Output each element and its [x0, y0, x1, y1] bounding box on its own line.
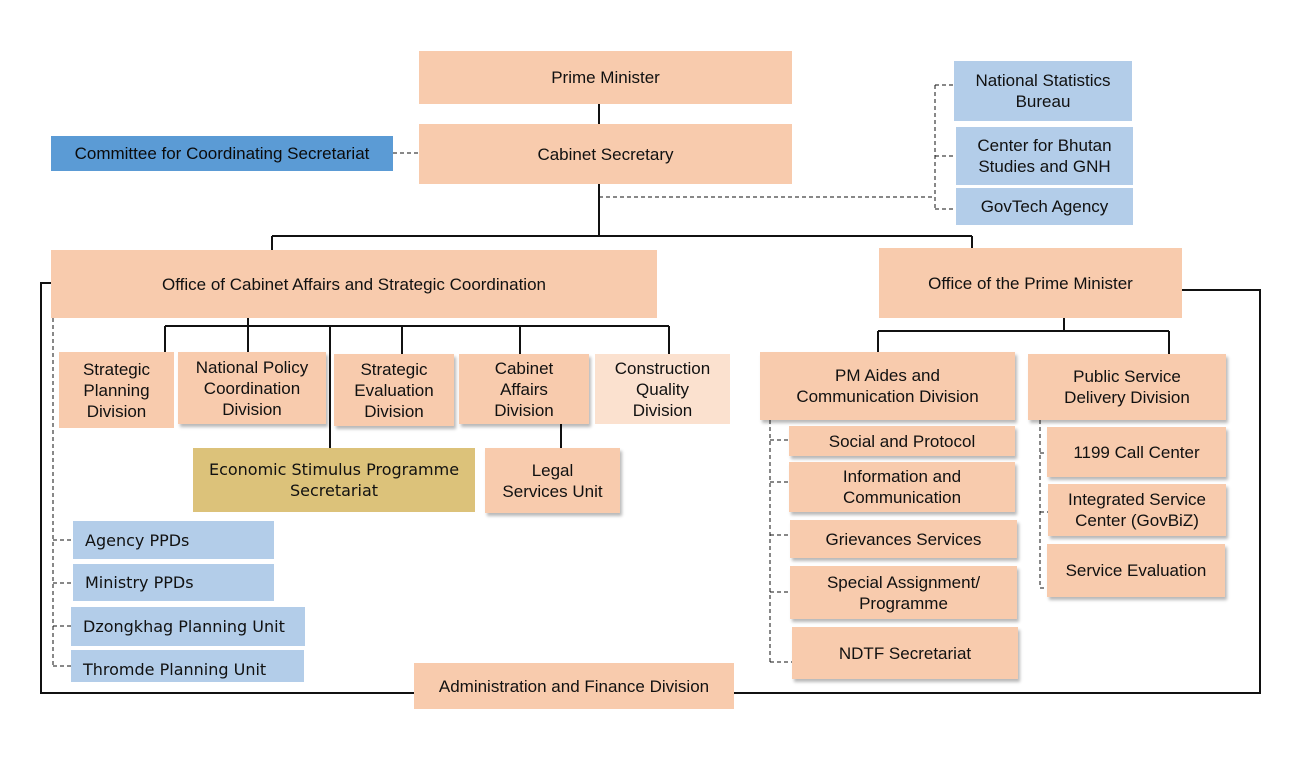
- node-office-cabinet-affairs: Office of Cabinet Affairs and Strategic …: [51, 250, 657, 318]
- node-national-policy-coordination-division: National Policy Coordination Division: [178, 352, 326, 424]
- node-integrated-service-center: Integrated Service Center (GovBiZ): [1048, 484, 1226, 536]
- node-grievances-services: Grievances Services: [790, 520, 1017, 558]
- node-administration-finance-division: Administration and Finance Division: [414, 663, 734, 709]
- node-1199-call-center: 1199 Call Center: [1047, 427, 1226, 477]
- node-special-assignment-programme: Special Assignment/ Programme: [790, 566, 1017, 619]
- node-cabinet-affairs-division: Cabinet Affairs Division: [459, 354, 589, 424]
- node-service-evaluation: Service Evaluation: [1047, 544, 1225, 597]
- node-strategic-planning-division: Strategic Planning Division: [59, 352, 174, 428]
- node-cabinet-secretary: Cabinet Secretary: [419, 124, 792, 184]
- node-strategic-evaluation-division: Strategic Evaluation Division: [334, 354, 454, 426]
- node-committee-coordinating-secretariat: Committee for Coordinating Secretariat: [51, 136, 393, 171]
- node-office-prime-minister: Office of the Prime Minister: [879, 248, 1182, 318]
- node-social-protocol: Social and Protocol: [789, 426, 1015, 456]
- node-ministry-ppds: Ministry PPDs: [73, 564, 274, 601]
- node-pm-aides-communication-division: PM Aides and Communication Division: [760, 352, 1015, 420]
- node-govtech-agency: GovTech Agency: [956, 188, 1133, 225]
- node-economic-stimulus-programme-secretariat: Economic Stimulus Programme Secretariat: [193, 448, 475, 512]
- node-thromde-planning-unit: Thromde Planning Unit: [71, 650, 304, 682]
- node-ndtf-secretariat: NDTF Secretariat: [792, 627, 1018, 679]
- node-center-bhutan-studies: Center for Bhutan Studies and GNH: [956, 127, 1133, 185]
- node-dzongkhag-planning-unit: Dzongkhag Planning Unit: [71, 607, 305, 646]
- node-legal-services-unit: Legal Services Unit: [485, 448, 620, 513]
- node-agency-ppds: Agency PPDs: [73, 521, 274, 559]
- node-information-communication: Information and Communication: [789, 462, 1015, 512]
- node-construction-quality-division: Construction Quality Division: [595, 354, 730, 424]
- node-prime-minister: Prime Minister: [419, 51, 792, 104]
- node-public-service-delivery-division: Public Service Delivery Division: [1028, 354, 1226, 420]
- node-national-statistics-bureau: National Statistics Bureau: [954, 61, 1132, 121]
